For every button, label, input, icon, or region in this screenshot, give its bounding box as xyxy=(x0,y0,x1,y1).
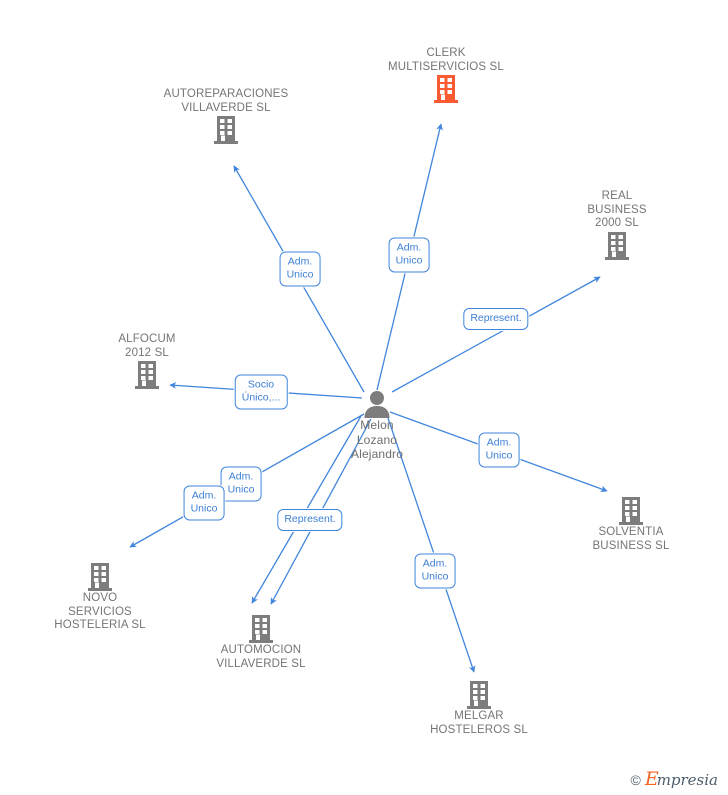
node-label-solventia-business: SOLVENTIA BUSINESS SL xyxy=(592,526,670,552)
node-label-clerk-multiservicios: CLERK MULTISERVICIOS SL xyxy=(388,47,504,73)
edge-edge-melgar xyxy=(387,417,476,673)
edge-label-novo[interactable]: Adm. Unico xyxy=(183,485,225,521)
brand-name: mpresia xyxy=(656,771,718,789)
node-real-business-2000[interactable]: REAL BUSINESS 2000 SL xyxy=(537,189,697,261)
node-label-novo-servicios-hosteleria: NOVO SERVICIOS HOSTELERIA SL xyxy=(54,592,146,631)
node-label-center-person: Melon Lozano Alejandro xyxy=(350,418,404,461)
node-label-automocion-villaverde: AUTOMOCION VILLAVERDE SL xyxy=(216,644,306,670)
node-novo-servicios-hosteleria[interactable]: NOVO SERVICIOS HOSTELERIA SL xyxy=(20,560,180,633)
edge-label-solventia[interactable]: Adm. Unico xyxy=(478,432,520,468)
building-icon xyxy=(467,681,491,709)
brand-initial: E xyxy=(644,768,659,790)
edge-edge-real-business xyxy=(391,276,601,393)
building-icon xyxy=(619,497,643,525)
person-icon xyxy=(364,391,390,418)
node-autoreparaciones-villaverde[interactable]: AUTOREPARACIONES VILLAVERDE SL xyxy=(146,87,306,145)
node-label-alfocum-2012: ALFOCUM 2012 SL xyxy=(118,333,176,359)
building-icon xyxy=(214,116,238,144)
node-alfocum-2012[interactable]: ALFOCUM 2012 SL xyxy=(67,332,227,390)
node-center-person[interactable]: Melon Lozano Alejandro xyxy=(297,388,457,462)
copyright-icon: © xyxy=(630,771,641,788)
building-icon xyxy=(249,615,273,643)
node-label-autoreparaciones-villaverde: AUTOREPARACIONES VILLAVERDE SL xyxy=(163,88,289,114)
node-automocion-villaverde[interactable]: AUTOMOCION VILLAVERDE SL xyxy=(181,612,341,671)
node-solventia-business[interactable]: SOLVENTIA BUSINESS SL xyxy=(551,494,711,553)
building-icon xyxy=(88,563,112,591)
edge-label-autoreparaciones[interactable]: Adm. Unico xyxy=(279,251,321,287)
node-clerk-multiservicios[interactable]: CLERK MULTISERVICIOS SL xyxy=(366,46,526,104)
node-label-melgar-hosteleros: MELGAR HOSTELEROS SL xyxy=(430,710,528,736)
node-label-real-business-2000: REAL BUSINESS 2000 SL xyxy=(587,190,647,229)
building-icon xyxy=(605,231,629,260)
node-melgar-hosteleros[interactable]: MELGAR HOSTELEROS SL xyxy=(399,678,559,737)
edge-label-automocion-represent[interactable]: Represent. xyxy=(277,509,343,531)
watermark-empresia: © Empresia xyxy=(630,770,718,789)
edge-label-automocion-adm[interactable]: Adm. Unico xyxy=(220,466,262,502)
edge-label-real-business[interactable]: Represent. xyxy=(463,308,529,330)
building-icon xyxy=(434,75,458,103)
edge-label-melgar[interactable]: Adm. Unico xyxy=(414,553,456,589)
edge-label-alfocum[interactable]: Socio Único,... xyxy=(234,374,288,410)
building-icon xyxy=(135,361,159,389)
edge-label-clerk[interactable]: Adm. Unico xyxy=(388,237,430,273)
